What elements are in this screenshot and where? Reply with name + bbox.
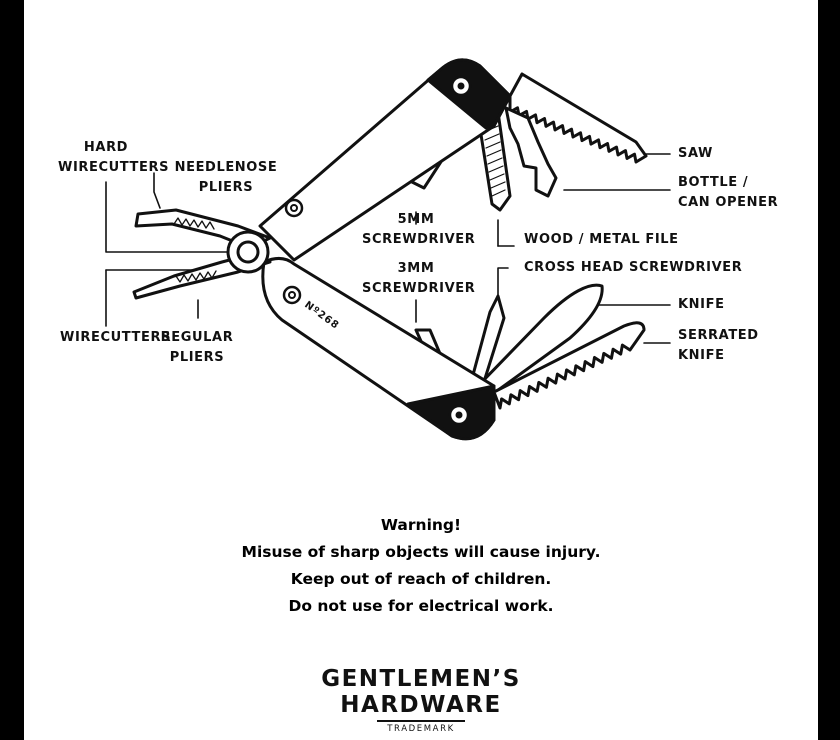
label-needlenose-pliers: NEEDLENOSE PLIERS <box>170 158 282 198</box>
warning-line: Keep out of reach of children. <box>290 570 552 588</box>
label-line: 3MM <box>397 261 435 276</box>
label-line: WIRECUTTERS <box>58 160 170 175</box>
knife-blade <box>476 283 604 398</box>
warning-heading: Warning! <box>380 516 462 534</box>
jaw-teeth <box>173 217 217 283</box>
warning-line: Do not use for electrical work. <box>288 597 554 615</box>
label-line: PLIERS <box>198 180 254 195</box>
label-saw: SAW <box>678 146 713 161</box>
leader-lines <box>105 153 671 344</box>
label-line: KNIFE <box>678 348 725 363</box>
bottle-opener-blade <box>504 106 558 198</box>
label-3mm-screwdriver: 3MM SCREWDRIVER <box>362 259 476 299</box>
label-wirecutters: WIRECUTTERS <box>60 330 172 345</box>
label-wood-metal-file: WOOD / METAL FILE <box>524 232 679 247</box>
brand-trademark: TRADEMARK <box>387 723 455 734</box>
label-line: 5MM <box>397 212 435 227</box>
label-hard-wirecutters: HARD WIRECUTTERS <box>58 138 170 178</box>
label-line: CAN OPENER <box>678 195 779 210</box>
label-line: SCREWDRIVER <box>362 232 476 247</box>
label-line: SCREWDRIVER <box>362 281 476 296</box>
pliers-pivot-inner <box>236 240 260 264</box>
serrated-knife-blade <box>492 321 646 410</box>
multitool-illustration: Nº268 <box>105 58 671 441</box>
label-line: REGULAR <box>160 330 234 345</box>
label-line: SERRATED <box>678 328 759 343</box>
brand-rule <box>377 720 465 722</box>
label-serrated-knife: SERRATED KNIFE <box>678 326 759 366</box>
brand-logo: GENTLEMEN’S HARDWARE TRADEMARK <box>24 666 818 734</box>
warning-notice: Warning! Misuse of sharp objects will ca… <box>24 512 818 620</box>
warning-line: Misuse of sharp objects will cause injur… <box>241 543 601 561</box>
label-line: NEEDLENOSE <box>174 160 278 175</box>
brand-line-1: GENTLEMEN’S <box>321 666 521 692</box>
diagram-page: Nº268 HARD WIRECUTTERS NEEDLENOSE PLIERS… <box>24 0 818 740</box>
brand-line-2: HARDWARE <box>340 692 502 718</box>
label-knife: KNIFE <box>678 297 725 312</box>
label-regular-pliers: REGULAR PLIERS <box>160 328 234 368</box>
label-bottle-can-opener: BOTTLE / CAN OPENER <box>678 173 778 213</box>
label-line: PLIERS <box>169 350 225 365</box>
label-cross-head-screwdriver: CROSS HEAD SCREWDRIVER <box>524 260 743 275</box>
label-line: BOTTLE / <box>678 175 749 190</box>
saw-blade <box>508 72 648 164</box>
top-handle-cap <box>426 58 512 130</box>
label-line: HARD <box>83 140 129 155</box>
file-texture <box>483 125 506 197</box>
label-5mm-screwdriver: 5MM SCREWDRIVER <box>362 210 476 250</box>
